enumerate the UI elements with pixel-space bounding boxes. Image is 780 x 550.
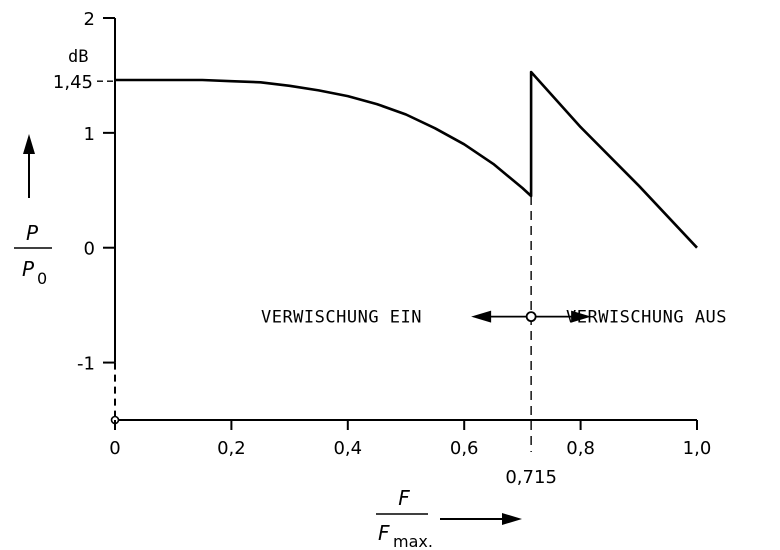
- ref-y-label: 1,45: [53, 72, 93, 93]
- x-label-numerator: F: [398, 486, 410, 510]
- labels: dB P P 0 F F max. VERWISCHUNG EIN VERWIS…: [14, 47, 727, 550]
- series-line: [115, 70, 698, 249]
- y-label-denominator-sub: 0: [37, 269, 47, 288]
- ref-x-label: 0,715: [505, 467, 557, 488]
- series: [115, 70, 698, 249]
- x-axis-label: F F max.: [376, 486, 522, 550]
- y-axis-label: P P 0: [14, 134, 52, 288]
- x-tick-label-4: 0,8: [566, 438, 595, 459]
- x-label-denominator-sub: max.: [393, 532, 433, 550]
- x-tick-label-0: 0: [109, 438, 120, 459]
- annotation-arrows: [471, 310, 592, 323]
- x-tick-label-5: 1,0: [683, 438, 712, 459]
- y-unit: dB: [68, 47, 88, 67]
- y-label-numerator: P: [26, 221, 39, 245]
- right-arrow-icon: [571, 310, 592, 323]
- annotation-verwischung-ein: VERWISCHUNG EIN: [261, 308, 422, 328]
- y-tick-label-3: -1: [77, 354, 95, 375]
- annotation-verwischung-aus: VERWISCHUNG AUS: [566, 308, 727, 328]
- x-tick-label-3: 0,6: [450, 438, 479, 459]
- left-arrow-icon: [471, 310, 492, 323]
- y-label-denominator: P: [22, 257, 35, 281]
- ticks: 2 1 0 -1 0 0,2 0,4 0,6 0,8 1,0: [77, 9, 711, 459]
- y-tick-label-0: 2: [84, 9, 95, 30]
- x-tick-label-1: 0,2: [217, 438, 246, 459]
- x-label-denominator: F: [378, 521, 390, 545]
- reference-lines: 1,45 0,715: [53, 72, 557, 488]
- threshold-marker: [525, 311, 537, 323]
- y-tick-label-2: 0: [84, 239, 95, 260]
- x-tick-label-2: 0,4: [333, 438, 362, 459]
- up-arrow-icon: [23, 134, 35, 154]
- y-tick-label-1: 1: [84, 124, 95, 145]
- right-arrow-icon: [502, 513, 522, 525]
